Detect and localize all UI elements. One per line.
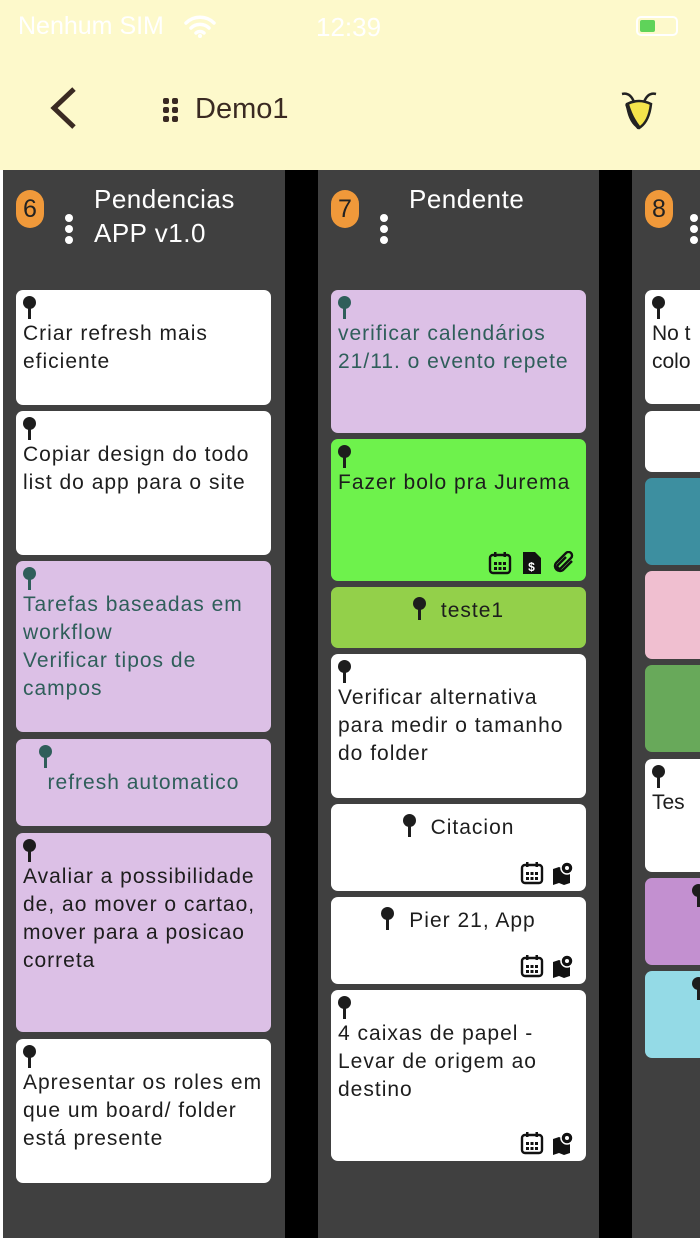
task-card[interactable]: verificar calendários 21/11. o evento re…: [331, 290, 586, 433]
task-card[interactable]: Citacion: [331, 804, 586, 891]
card-text: Pier 21, App: [409, 909, 536, 932]
pin-icon[interactable]: [23, 1043, 37, 1069]
column-title: Pendencias APP v1.0: [94, 184, 235, 248]
task-card[interactable]: [645, 478, 700, 565]
back-chevron-icon[interactable]: [48, 86, 78, 130]
column-title: Pendente: [409, 184, 525, 214]
card-text: Verificar alternativa para medir o taman…: [338, 686, 564, 765]
task-card[interactable]: [645, 665, 700, 752]
task-card[interactable]: [645, 411, 700, 472]
bee-logo-icon[interactable]: [618, 90, 660, 130]
card-text: Tarefas baseadas em workflow Verificar t…: [23, 593, 243, 700]
column[interactable]: 7 Pendente verificar calendários 21/11. o…: [318, 170, 599, 1238]
column-menu-icon[interactable]: [690, 214, 698, 247]
pin-icon[interactable]: [338, 994, 352, 1020]
map-icon[interactable]: [552, 1131, 576, 1155]
pin-icon[interactable]: [412, 595, 427, 621]
calendar-icon[interactable]: [488, 551, 512, 575]
card-text: refresh automatico: [47, 771, 240, 794]
task-card[interactable]: Pier 21, App: [331, 897, 586, 984]
wifi-icon: [184, 15, 216, 38]
pin-icon[interactable]: [652, 294, 666, 320]
card-text: Fazer bolo pra Jurema: [338, 471, 571, 494]
task-card[interactable]: [645, 878, 700, 965]
card-text: teste1: [440, 599, 505, 622]
calendar-icon[interactable]: [520, 861, 544, 885]
battery-icon: [636, 16, 678, 36]
svg-text:$: $: [528, 560, 536, 574]
column-menu-icon[interactable]: [65, 214, 73, 247]
card-text: Apresentar os roles em que um board/ fol…: [23, 1071, 263, 1150]
task-card[interactable]: [645, 971, 700, 1058]
pin-icon[interactable]: [23, 294, 37, 320]
carrier-label: Nenhum SIM: [18, 12, 164, 40]
column-menu-icon[interactable]: [380, 214, 388, 247]
pin-icon[interactable]: [338, 443, 352, 469]
pin-icon[interactable]: [402, 812, 417, 838]
card-text: 4 caixas de papel - Levar de origem ao d…: [338, 1022, 537, 1101]
paperclip-icon[interactable]: [552, 550, 576, 575]
task-card[interactable]: [645, 571, 700, 659]
page-title: Demo1: [195, 93, 289, 125]
pin-icon[interactable]: [692, 975, 700, 1001]
pin-icon[interactable]: [39, 743, 53, 769]
grid-dots-icon: [163, 98, 178, 122]
pin-icon[interactable]: [338, 658, 352, 684]
card-text: Tes: [652, 791, 685, 814]
pin-icon[interactable]: [692, 882, 700, 908]
task-card[interactable]: No t colo: [645, 290, 700, 404]
card-text: Citacion: [430, 816, 515, 839]
task-card[interactable]: teste1: [331, 587, 586, 648]
pin-icon[interactable]: [23, 565, 37, 591]
card-count-badge: 7: [331, 190, 359, 228]
card-text: Avaliar a possibilidade de, ao mover o c…: [23, 865, 256, 972]
map-icon[interactable]: [552, 861, 576, 885]
card-count-badge: 8: [645, 190, 673, 228]
invoice-dollar-icon[interactable]: $: [520, 551, 544, 575]
task-card[interactable]: refresh automatico: [16, 739, 271, 826]
pin-icon[interactable]: [338, 294, 352, 320]
card-text: Copiar design do todo list do app para o…: [23, 443, 250, 494]
task-card[interactable]: Verificar alternativa para medir o taman…: [331, 654, 586, 798]
task-card[interactable]: Fazer bolo pra Jurema $: [331, 439, 586, 581]
task-card[interactable]: Tarefas baseadas em workflow Verificar t…: [16, 561, 271, 732]
calendar-icon[interactable]: [520, 954, 544, 978]
map-icon[interactable]: [552, 954, 576, 978]
card-text: Criar refresh mais eficiente: [23, 322, 208, 373]
task-card[interactable]: 4 caixas de papel - Levar de origem ao d…: [331, 990, 586, 1161]
pin-icon[interactable]: [23, 837, 37, 863]
app-header: Nenhum SIM 12:39 Demo1: [0, 0, 700, 170]
card-count-badge: 6: [16, 190, 44, 228]
card-text: verificar calendários 21/11. o evento re…: [338, 322, 569, 373]
pin-icon[interactable]: [652, 763, 666, 789]
pin-icon[interactable]: [381, 905, 395, 931]
task-card[interactable]: Criar refresh mais eficiente: [16, 290, 271, 405]
clock: 12:39: [316, 12, 382, 42]
task-card[interactable]: Tes: [645, 759, 700, 872]
pin-icon[interactable]: [23, 415, 37, 441]
card-text: No t colo: [652, 322, 691, 373]
calendar-icon[interactable]: [520, 1131, 544, 1155]
task-card[interactable]: Copiar design do todo list do app para o…: [16, 411, 271, 555]
task-card[interactable]: Avaliar a possibilidade de, ao mover o c…: [16, 833, 271, 1032]
task-card[interactable]: Apresentar os roles em que um board/ fol…: [16, 1039, 271, 1183]
